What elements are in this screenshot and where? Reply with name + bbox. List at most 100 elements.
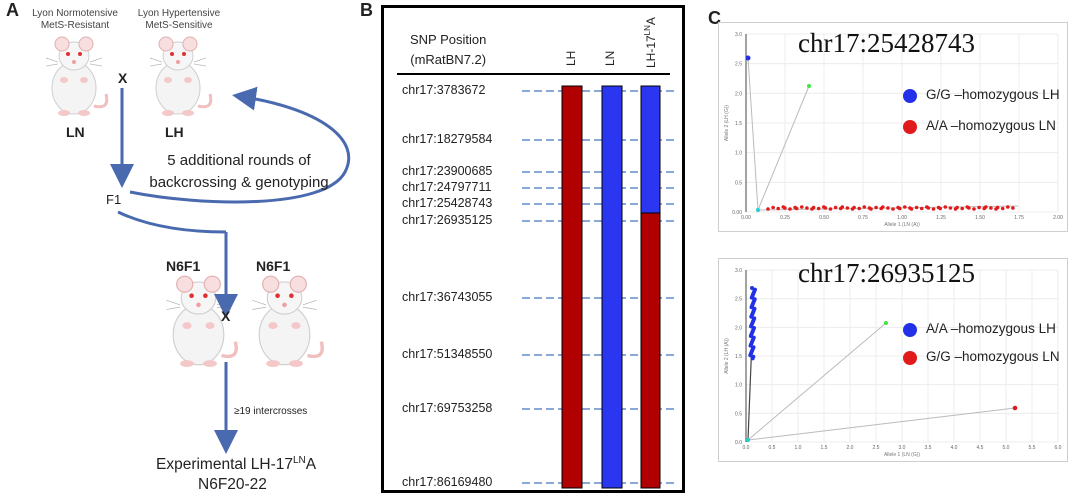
red-point [897, 206, 902, 211]
red-point [1012, 405, 1018, 411]
backcross-text: 5 additional rounds of backcrossing & ge… [144, 150, 334, 194]
y-tick-label: 2.0 [735, 91, 742, 97]
x-tick-label: 2.5 [873, 445, 880, 451]
x-tick-label: 0.25 [780, 215, 790, 221]
x-tick-label: 0.00 [741, 215, 751, 221]
plot1-legend-blue-label: G/G –homozygous LH [926, 87, 1060, 102]
y-tick-label: 1.5 [735, 354, 742, 360]
red-point [903, 205, 907, 209]
lyon-normotensive-line2: MetS-Resistant [40, 20, 110, 31]
cross-x2-label: X [221, 308, 231, 324]
red-point [788, 207, 792, 211]
generation-label: N6F20-22 [198, 476, 267, 493]
plot2-legend-blue-label: A/A –homozygous LH [926, 321, 1056, 336]
ray-line [757, 85, 810, 211]
y-tick-label: 0.00 [732, 210, 742, 216]
red-point [862, 205, 867, 209]
x-tick-label: 2.0 [847, 445, 854, 451]
snp-position-label: chr17:51348550 [402, 347, 493, 361]
snp-position-label: chr17:3783672 [402, 83, 486, 97]
red-point [1011, 206, 1015, 210]
blue-point [750, 356, 755, 361]
cyan-point [756, 208, 760, 212]
lyon-normotensive-line1: Lyon Normotensive [32, 8, 118, 19]
experimental-label: Experimental LH-17LNA [156, 455, 316, 474]
cyan-point [746, 438, 750, 442]
blue-point [749, 295, 754, 300]
red-point [771, 205, 775, 210]
red-point [955, 205, 959, 210]
red-point [943, 205, 948, 209]
ray-line [747, 322, 887, 441]
red-point [852, 205, 856, 210]
red-point [869, 207, 873, 211]
snp-position-label: chr17:23900685 [402, 164, 493, 178]
x-tick-label: 1.00 [897, 215, 907, 221]
y-tick-label: 1.0 [735, 151, 742, 157]
x-tick-label: 3.0 [899, 445, 906, 451]
x-tick-label: 4.0 [951, 445, 958, 451]
red-point [1006, 205, 1010, 209]
x-tick-label: 0.75 [858, 215, 868, 221]
red-point [886, 206, 890, 210]
column-lh17-text: LH-17 [644, 35, 658, 68]
red-point [977, 205, 981, 210]
red-point [995, 205, 1000, 210]
x-axis-label: Allele 1 (LN (G)) [884, 452, 920, 458]
plot1-legend-red-dot [903, 120, 917, 134]
x-tick-label: 1.50 [975, 215, 985, 221]
y-tick-label: 0.5 [735, 180, 742, 186]
red-point [857, 206, 861, 211]
f1-to-n6f1-curve [117, 210, 227, 234]
blue-point [749, 305, 754, 310]
red-point [1000, 206, 1005, 211]
snp-position-label: chr17:69753258 [402, 401, 493, 415]
lh17lna-lh-segment [640, 212, 661, 489]
red-point [989, 206, 993, 210]
header-rule [397, 73, 670, 75]
column-lh-label: LH [564, 51, 578, 66]
y-tick-label: 2.5 [735, 297, 742, 303]
column-lh17lna-label: LH-17LNA [643, 17, 658, 68]
x-tick-label: 5.0 [1003, 445, 1010, 451]
x-axis-label: Allele 1 (LN (A)) [884, 222, 920, 228]
backcross-line2: backcrossing & genotyping [149, 174, 329, 191]
x-tick-label: 6.0 [1055, 445, 1062, 451]
lh-rat-icon [148, 35, 213, 118]
blue-point [749, 324, 754, 329]
panel-b-frame [381, 5, 685, 493]
lyon-hypertensive-line1: Lyon Hypertensive [137, 8, 221, 19]
snp-position-label: chr17:18279584 [402, 132, 493, 146]
red-point [828, 207, 833, 211]
x-tick-label: 1.25 [936, 215, 946, 221]
plot2-legend-red-label: G/G –homozygous LN [926, 349, 1060, 364]
plot2-legend-blue-dot [903, 323, 917, 337]
n6f1-rat-right-icon [250, 274, 324, 369]
red-point [909, 207, 914, 211]
red-point [833, 205, 838, 210]
x-tick-label: 1.0 [795, 445, 802, 451]
blue-point [745, 55, 751, 61]
y-tick-label: 0.0 [735, 440, 742, 446]
y-axis-label: Allele 2 (LH (G)) [724, 105, 730, 141]
y-tick-label: 1.0 [735, 383, 742, 389]
x-tick-label: 0.50 [819, 215, 829, 221]
red-point [794, 206, 799, 211]
blue-point [748, 343, 753, 348]
red-point [972, 207, 976, 211]
ln-label: LN [66, 124, 85, 140]
y-tick-label: 2.5 [735, 62, 742, 68]
panel-a-letter: A [6, 0, 19, 20]
lh17lna-ln-segment [640, 85, 661, 214]
red-point [919, 206, 924, 211]
y-tick-label: 3.0 [735, 32, 742, 38]
red-point [931, 207, 936, 211]
ray-line [747, 407, 1016, 441]
red-point [805, 206, 809, 210]
snp-position-label: chr17:36743055 [402, 290, 493, 304]
panel-c-letter: C [708, 8, 721, 28]
lyon-hypertensive-line2: MetS-Sensitive [145, 20, 213, 31]
red-point [984, 205, 988, 209]
plot2-title: chr17:26935125 [798, 258, 975, 288]
